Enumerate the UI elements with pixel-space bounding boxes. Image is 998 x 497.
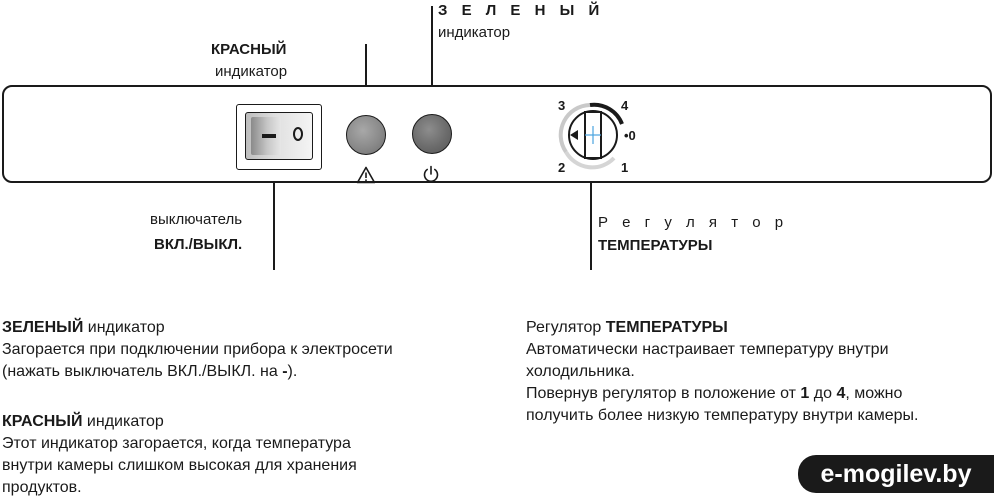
switch-callout-line2: ВКЛ./ВЫКЛ. bbox=[154, 236, 243, 253]
regulator-callout-line1: Р е г у л я т о р bbox=[598, 214, 789, 231]
green-description-line1: Загорается при подключении прибора к эле… bbox=[2, 341, 393, 358]
red-description-line1: Этот индикатор загорается, когда темпера… bbox=[2, 435, 351, 452]
green-indicator-callout-sub: индикатор bbox=[438, 24, 511, 41]
red-indicator-callout-sub: индикатор bbox=[215, 63, 288, 80]
green-description-title: ЗЕЛЕНЫЙ индикатор bbox=[2, 319, 165, 336]
red-indicator-callout-title: КРАСНЫЙ bbox=[211, 41, 287, 58]
switch-callout-line1: выключатель bbox=[150, 211, 243, 228]
regulator-description-line4: получить более низкую температуру внутри… bbox=[526, 407, 919, 424]
regulator-callout-line2: ТЕМПЕРАТУРЫ bbox=[598, 237, 713, 254]
red-description-line2: внутри камеры слишком высокая для хранен… bbox=[2, 457, 357, 474]
green-description-line2: (нажать выключатель ВКЛ./ВЫКЛ. на -). bbox=[2, 363, 298, 380]
regulator-description-line3: Повернув регулятор в положение от 1 до 4… bbox=[526, 385, 903, 402]
power-icon bbox=[423, 165, 439, 183]
control-panel bbox=[2, 85, 992, 183]
switch-on-mark bbox=[262, 134, 276, 138]
green-indicator-callout-line bbox=[431, 6, 433, 113]
red-description-line3: продуктов. bbox=[2, 479, 82, 496]
switch-off-mark bbox=[293, 127, 303, 141]
green-indicator-lamp bbox=[412, 114, 452, 154]
dial-mark-0: •0 bbox=[624, 128, 636, 143]
regulator-callout-line bbox=[590, 150, 592, 270]
switch-callout-line bbox=[273, 150, 275, 270]
dial-mark-3: 3 bbox=[558, 98, 566, 113]
warning-triangle-icon bbox=[356, 166, 376, 184]
regulator-description-title: Регулятор ТЕМПЕРАТУРЫ bbox=[526, 319, 728, 336]
red-description: КРАСНЫЙ индикатор Этот индикатор загорае… bbox=[2, 411, 357, 497]
red-indicator-callout-line bbox=[365, 44, 367, 114]
brand-logo: e-mogilev.by bbox=[798, 455, 994, 493]
temperature-dial[interactable] bbox=[540, 92, 650, 180]
red-indicator-lamp bbox=[346, 115, 386, 155]
regulator-description-line2: холодильника. bbox=[526, 363, 635, 380]
dial-mark-1: 1 bbox=[621, 160, 629, 175]
green-indicator-callout-title: З Е Л Е Н Ы Й bbox=[438, 2, 605, 19]
dial-mark-2: 2 bbox=[558, 160, 566, 175]
green-description: ЗЕЛЕНЫЙ индикатор Загорается при подключ… bbox=[2, 317, 393, 383]
red-description-title: КРАСНЫЙ индикатор bbox=[2, 413, 164, 430]
dial-pointer-icon bbox=[570, 130, 578, 140]
dial-mark-4: 4 bbox=[621, 98, 629, 113]
regulator-description-line1: Автоматически настраивает температуру вн… bbox=[526, 341, 889, 358]
regulator-description: Регулятор ТЕМПЕРАТУРЫ Автоматически наст… bbox=[526, 317, 918, 427]
